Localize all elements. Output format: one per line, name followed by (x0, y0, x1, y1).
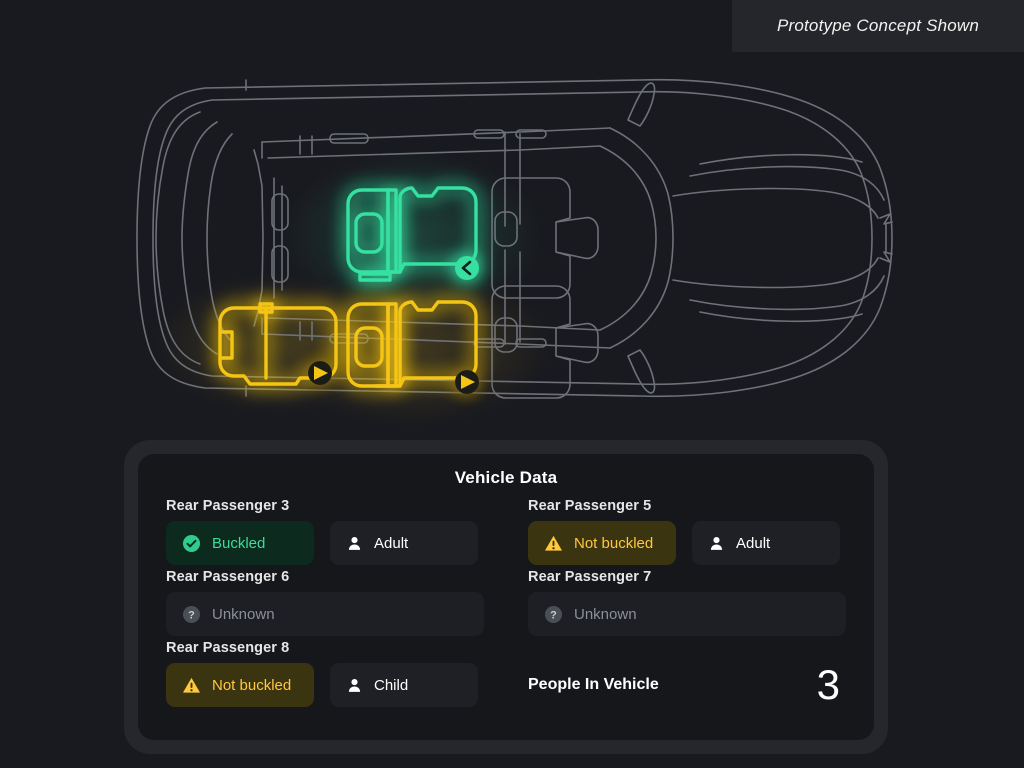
belt-indicator-buckled-icon (455, 256, 479, 280)
occupant-label-8: Child (374, 676, 409, 694)
passenger-chips-5: Not buckled Adult (528, 521, 846, 565)
people-in-vehicle-count: 3 (816, 661, 840, 708)
belt-status-label-5: Not buckled (574, 534, 654, 552)
belt-status-chip-7[interactable]: ? Unknown (528, 592, 846, 636)
passenger-cell-5: Rear Passenger 5 Not buckled (528, 494, 846, 565)
passenger-chips-7: ? Unknown (528, 592, 846, 636)
passenger-label-6: Rear Passenger 6 (166, 569, 290, 585)
seat-rear-bench-highlight (218, 302, 338, 386)
belt-status-label-7: Unknown (574, 605, 637, 623)
people-in-vehicle: People In Vehicle 3 (484, 663, 846, 707)
passenger-chips-3: Buckled Adult (166, 521, 484, 565)
seat-glow-halos (155, 151, 550, 426)
occupant-label-5: Adult (736, 534, 771, 552)
belt-status-label-3: Buckled (212, 534, 266, 552)
belt-status-label-6: Unknown (212, 605, 275, 623)
belt-indicator-unbuckled-icon-left (308, 361, 332, 385)
belt-status-chip-3[interactable]: Buckled (166, 521, 314, 565)
seat-front-left-real (491, 285, 599, 399)
passenger-label-7: Rear Passenger 7 (528, 569, 652, 585)
seat-front-right (491, 177, 599, 299)
passenger-grid: Rear Passenger 3 Buckled (166, 494, 846, 636)
occupant-label-3: Adult (374, 534, 409, 552)
check-circle-icon (182, 534, 201, 552)
panel-title: Vehicle Data (454, 468, 558, 487)
occupant-chip-3[interactable]: Adult (330, 521, 478, 565)
question-circle-icon: ? (544, 605, 563, 623)
passenger-label-5: Rear Passenger 5 (528, 498, 652, 514)
person-icon (348, 536, 361, 550)
vehicle-diagram (0, 46, 1024, 431)
seat-rear-passenger-3-highlight (346, 186, 479, 282)
passenger-cell-7: Rear Passenger 7 ? Unknown (528, 565, 846, 636)
belt-status-label-8: Not buckled (212, 676, 292, 694)
person-icon (348, 678, 361, 692)
bottom-row: Rear Passenger 8 Not buckled (166, 640, 846, 707)
belt-status-chip-5[interactable]: Not buckled (528, 521, 676, 565)
belt-indicator-unbuckled-icon-right (455, 370, 479, 394)
passenger-cell-8: Rear Passenger 8 Not buckled (166, 640, 484, 707)
passenger-label-8: Rear Passenger 8 (166, 640, 290, 656)
vehicle-data-card: Vehicle Data Rear Passenger 3 Buckled (138, 454, 874, 740)
vehicle-diagram-svg (136, 78, 893, 426)
passenger-label-3: Rear Passenger 3 (166, 498, 290, 514)
people-in-vehicle-label: People In Vehicle (528, 676, 659, 693)
question-circle-icon: ? (182, 605, 201, 623)
svg-text:?: ? (550, 609, 557, 621)
passenger-cell-6: Rear Passenger 6 ? Unknown (166, 565, 484, 636)
belt-status-chip-6[interactable]: ? Unknown (166, 592, 484, 636)
svg-text:?: ? (188, 609, 195, 621)
passenger-cell-3: Rear Passenger 3 Buckled (166, 494, 484, 565)
occupant-chip-5[interactable]: Adult (692, 521, 840, 565)
belt-status-chip-8[interactable]: Not buckled (166, 663, 314, 707)
person-icon (710, 536, 723, 550)
passenger-chips-6: ? Unknown (166, 592, 484, 636)
car-body-outline (136, 78, 893, 398)
passenger-chips-8: Not buckled Child (166, 663, 484, 707)
warning-triangle-icon (544, 535, 563, 551)
occupant-chip-8[interactable]: Child (330, 663, 478, 707)
vehicle-data-panel: Vehicle Data Rear Passenger 3 Buckled (124, 440, 888, 754)
seat-rear-passenger-5-highlight (346, 300, 479, 394)
prototype-banner: Prototype Concept Shown (732, 0, 1024, 52)
warning-triangle-icon (182, 677, 201, 693)
prototype-banner-label: Prototype Concept Shown (776, 16, 980, 35)
